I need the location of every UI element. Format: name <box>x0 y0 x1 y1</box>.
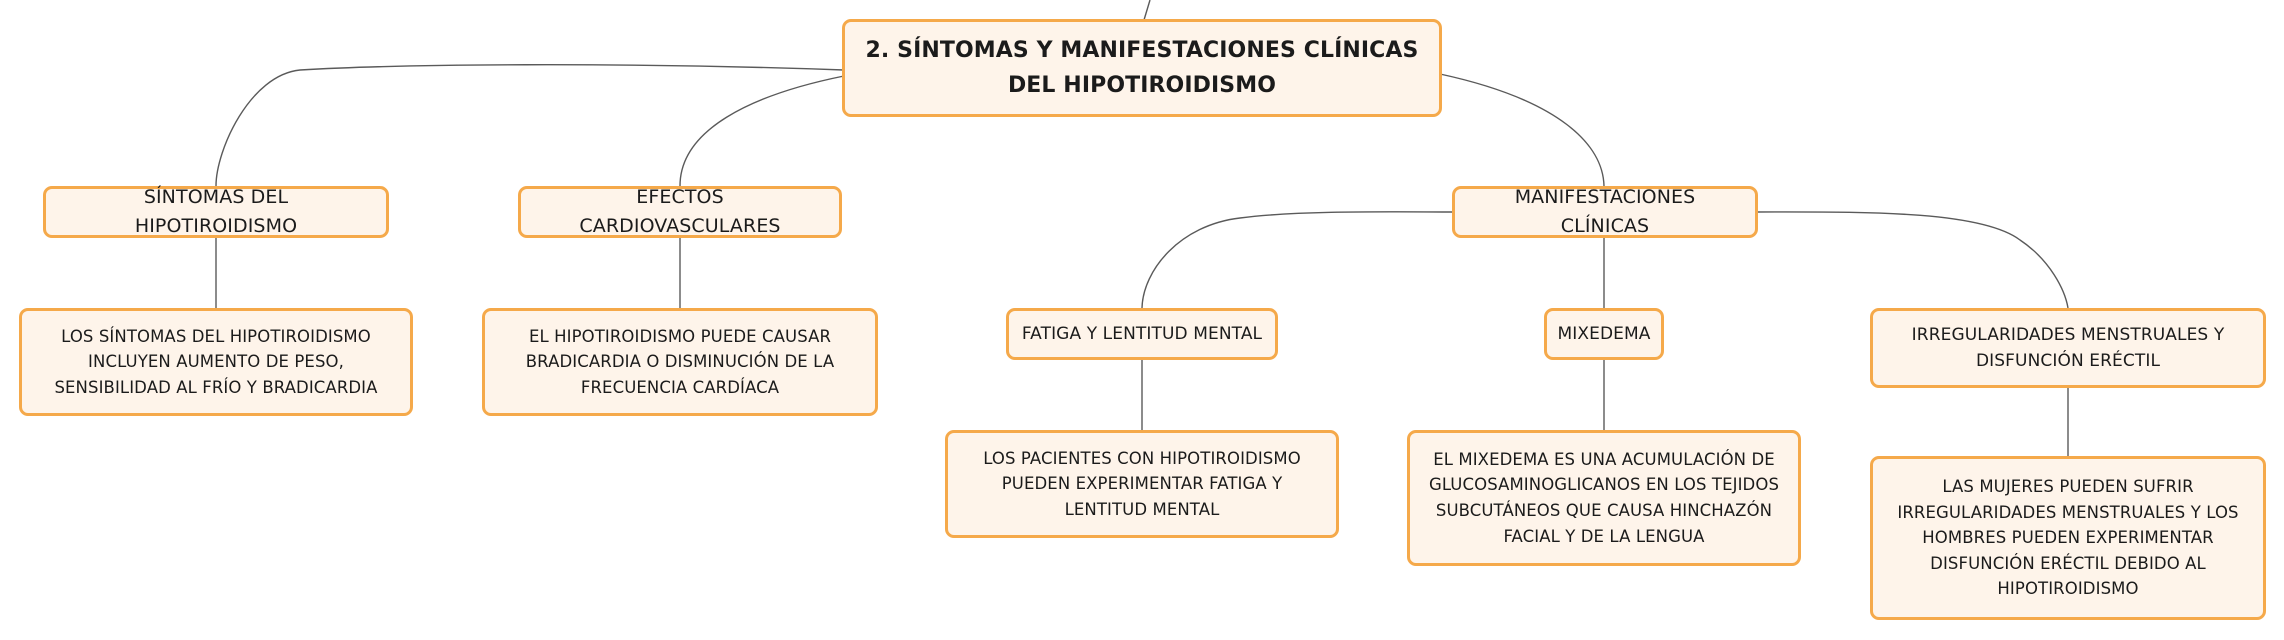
detail-irregularidades-menstruales[interactable]: LAS MUJERES PUEDEN SUFRIR IRREGULARIDADE… <box>1870 456 2266 620</box>
topic-manifestaciones-clinicas-label: MANIFESTACIONES CLÍNICAS <box>1514 185 1696 237</box>
subtopic-mixedema-label: MIXEDEMA <box>1557 323 1651 344</box>
subtopic-mixedema[interactable]: MIXEDEMA <box>1544 308 1664 360</box>
topic-sintomas-hipotiroidismo[interactable]: SÍNTOMAS DEL HIPOTIROIDISMO <box>43 186 389 238</box>
topic-efectos-cardiovasculares[interactable]: EFECTOS CARDIOVASCULARES <box>518 186 842 238</box>
detail-fatiga-lentitud-mental-text: LOS PACIENTES CON HIPOTIROIDISMO PUEDEN … <box>983 448 1301 519</box>
connector-root-to-sintomas <box>215 64 845 187</box>
detail-mixedema[interactable]: EL MIXEDEMA ES UNA ACUMULACIÓN DE GLUCOS… <box>1407 430 1801 566</box>
subtopic-irregularidades-menstruales-label: IRREGULARIDADES MENSTRUALES Y DISFUNCIÓN… <box>1911 324 2225 371</box>
detail-efectos-cardiovasculares[interactable]: EL HIPOTIROIDISMO PUEDE CAUSAR BRADICARD… <box>482 308 878 416</box>
detail-mixedema-text: EL MIXEDEMA ES UNA ACUMULACIÓN DE GLUCOS… <box>1428 449 1780 546</box>
topic-efectos-cardiovasculares-label: EFECTOS CARDIOVASCULARES <box>579 185 781 237</box>
root-topic-label: 2. SÍNTOMAS Y MANIFESTACIONES CLÍNICAS D… <box>865 37 1419 98</box>
connector-manifestaciones-to-fatiga <box>1141 211 1455 309</box>
connector-root-up <box>1143 0 1151 21</box>
detail-sintomas-hipotiroidismo-text: LOS SÍNTOMAS DEL HIPOTIROIDISMO INCLUYEN… <box>54 326 378 397</box>
subtopic-fatiga-lentitud-mental-label: FATIGA Y LENTITUD MENTAL <box>1021 323 1263 344</box>
detail-fatiga-lentitud-mental[interactable]: LOS PACIENTES CON HIPOTIROIDISMO PUEDEN … <box>945 430 1339 538</box>
topic-sintomas-hipotiroidismo-label: SÍNTOMAS DEL HIPOTIROIDISMO <box>134 185 298 237</box>
connector-root-to-efectos <box>679 75 845 187</box>
topic-manifestaciones-clinicas[interactable]: MANIFESTACIONES CLÍNICAS <box>1452 186 1758 238</box>
detail-sintomas-hipotiroidismo[interactable]: LOS SÍNTOMAS DEL HIPOTIROIDISMO INCLUYEN… <box>19 308 413 416</box>
detail-efectos-cardiovasculares-text: EL HIPOTIROIDISMO PUEDE CAUSAR BRADICARD… <box>525 326 835 397</box>
connector-manifestaciones-to-irregularidades <box>1755 211 2069 309</box>
connector-root-to-manifestaciones <box>1439 73 1605 187</box>
root-topic-node[interactable]: 2. SÍNTOMAS Y MANIFESTACIONES CLÍNICAS D… <box>842 19 1442 117</box>
subtopic-irregularidades-menstruales[interactable]: IRREGULARIDADES MENSTRUALES Y DISFUNCIÓN… <box>1870 308 2266 388</box>
subtopic-fatiga-lentitud-mental[interactable]: FATIGA Y LENTITUD MENTAL <box>1006 308 1278 360</box>
detail-irregularidades-menstruales-text: LAS MUJERES PUEDEN SUFRIR IRREGULARIDADE… <box>1897 477 2239 599</box>
